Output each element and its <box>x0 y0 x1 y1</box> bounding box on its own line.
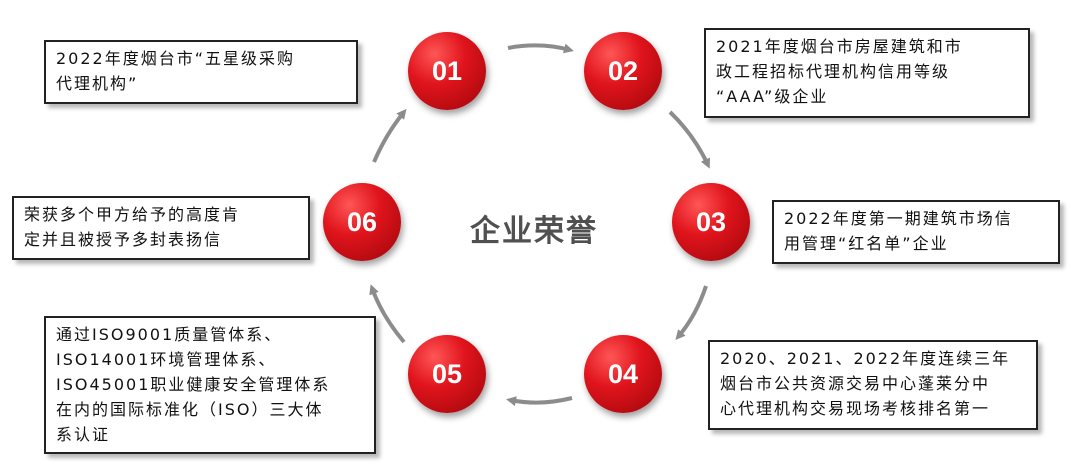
center-title: 企业荣誉 <box>470 214 598 249</box>
node-circle-02: 02 <box>584 32 662 110</box>
node-text-05: 通过ISO9001质量管体系、 ISO14001环境管理体系、 ISO45001… <box>44 316 376 454</box>
node-text-01: 2022年度烟台市“五星级采购 代理机构” <box>44 40 358 104</box>
node-circle-06: 06 <box>323 183 401 261</box>
node-text-04: 2020、2021、2022年度连续三年 烟台市公共资源交易中心蓬莱分中 心代理… <box>708 340 1038 430</box>
node-text-02: 2021年度烟台市房屋建筑和市 政工程招标代理机构信用等级 “AAA”级企业 <box>704 28 1030 118</box>
node-circle-05: 05 <box>408 335 486 413</box>
node-circle-03: 03 <box>672 183 750 261</box>
arrow-03-to-04 <box>675 285 708 341</box>
arrow-04-to-05 <box>506 396 573 407</box>
arrow-06-to-01 <box>372 108 407 163</box>
arrow-05-to-06 <box>369 284 406 344</box>
arrow-02-to-03 <box>668 110 710 169</box>
node-text-03: 2022年度第一期建筑市场信 用管理“红名单”企业 <box>772 200 1060 264</box>
arrow-01-to-02 <box>507 43 574 54</box>
node-circle-04: 04 <box>584 335 662 413</box>
node-text-06: 荣获多个甲方给予的高度肯 定并且被授予多封表扬信 <box>12 196 310 260</box>
node-circle-01: 01 <box>408 32 486 110</box>
